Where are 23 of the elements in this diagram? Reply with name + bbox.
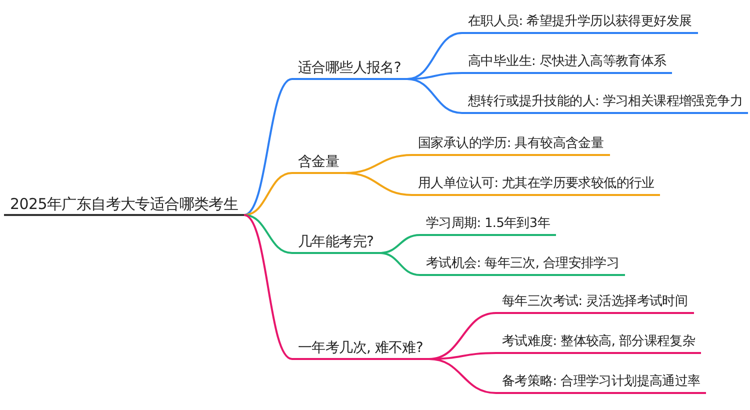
branch-topic: 一年考几次, 难不难? (292, 338, 430, 360)
leaf-topic: 每年三次考试: 灵活选择考试时间 (496, 292, 694, 314)
connector-line (244, 214, 292, 254)
leaf-topic: 学习周期: 1.5年到3年 (420, 214, 556, 236)
connector-line (428, 358, 496, 394)
connector-line (345, 172, 412, 196)
leaf-topic: 想转行或提升技能的人: 学习相关课程增强竞争力 (462, 92, 748, 114)
connector-line (244, 214, 292, 360)
leaf-topic: 考试机会: 每年三次, 合理安排学习 (420, 254, 626, 276)
connector-line (244, 78, 292, 216)
connector-line (380, 252, 420, 276)
leaf-topic: 在职人员: 希望提升学历以获得更好发展 (462, 12, 698, 34)
connector-line (406, 78, 462, 114)
leaf-topic: 考试难度: 整体较高, 部分课程复杂 (496, 332, 702, 354)
branch-topic: 含金量 (292, 152, 346, 174)
leaf-topic: 用人单位认可: 尤其在学历要求较低的行业 (412, 174, 660, 196)
leaf-topic: 高中毕业生: 尽快进入高等教育体系 (462, 52, 672, 74)
leaf-topic: 国家承认的学历: 具有较高含金量 (412, 134, 610, 156)
branch-topic: 几年能考完? (292, 232, 380, 254)
connector-line (406, 32, 462, 80)
branch-topic: 适合哪些人报名? (292, 58, 408, 80)
leaf-topic: 备考策略: 合理学习计划提高通过率 (496, 372, 706, 394)
root-topic: 2025年广东自考大专适合哪类考生 (4, 194, 244, 216)
